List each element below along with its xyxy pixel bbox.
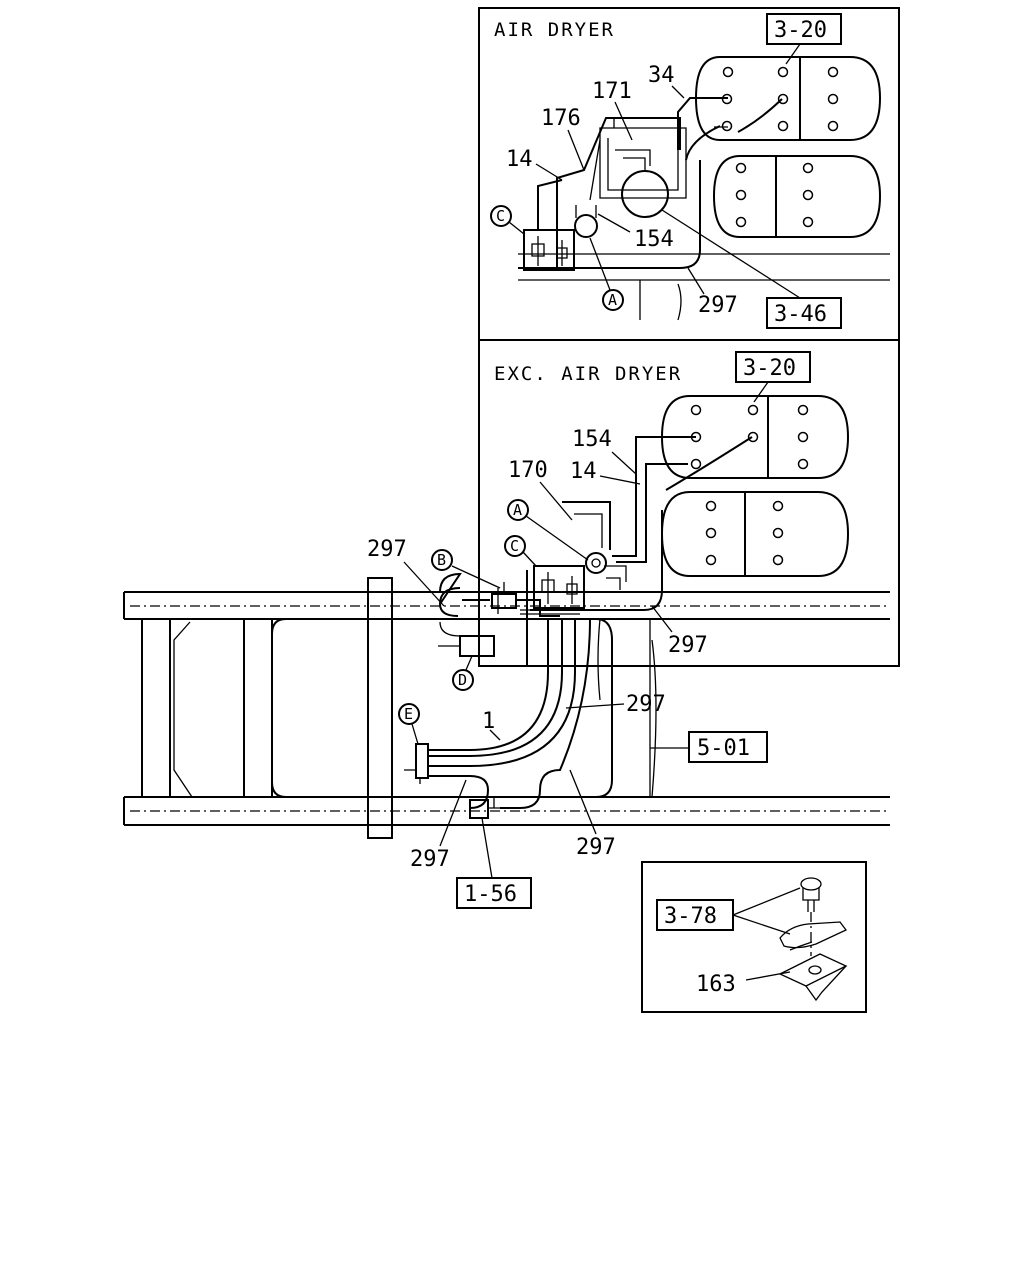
label-171: 171 — [592, 79, 632, 104]
label-154-lower: 154 — [572, 427, 612, 452]
pipe-297-main-b — [428, 775, 490, 809]
pipe-297-lower-panel — [530, 510, 663, 611]
ref-label-1-56: 1-56 — [464, 882, 517, 907]
pipe-176-upper — [556, 117, 681, 268]
marker-c-lower-label: C — [510, 537, 519, 555]
label-297-mid: 297 — [626, 692, 666, 717]
clamp-bracket — [779, 921, 848, 951]
pipe-297-main-a — [428, 619, 576, 767]
ref-box-1-56 — [456, 877, 532, 909]
chassis-frame — [123, 577, 890, 839]
air-tank-upper-1 — [694, 56, 882, 141]
label-297-right: 297 — [576, 835, 616, 860]
label-14-lower: 14 — [570, 459, 597, 484]
marker-d — [452, 669, 474, 691]
pipe-297-main-c — [500, 618, 591, 809]
ref-box-3-46 — [766, 297, 842, 329]
marker-c-upper-label: C — [496, 207, 505, 225]
ref-label-3-20-top: 3-20 — [774, 18, 827, 43]
exc-air-dryer-panel-frame — [478, 339, 900, 667]
air-dryer-heading: AIR DRYER — [494, 19, 615, 41]
ref-label-3-46: 3-46 — [774, 302, 827, 327]
label-154-upper: 154 — [634, 227, 674, 252]
part-1-56-valve — [469, 799, 489, 819]
ref-box-3-20-mid — [735, 351, 811, 383]
marker-d-label: D — [458, 671, 467, 689]
leader-3-20-mid — [753, 381, 769, 403]
label-14-upper: 14 — [506, 147, 533, 172]
pipe-34 — [677, 97, 728, 150]
label-297-lower-panel: 297 — [668, 633, 708, 658]
label-1: 1 — [482, 709, 495, 734]
leader-3-46 — [661, 209, 801, 299]
air-tank-lower-1 — [660, 395, 850, 479]
label-297-b: 297 — [367, 537, 407, 562]
label-297-left: 297 — [410, 847, 450, 872]
valve-c-upper — [523, 229, 575, 271]
ref-label-5-01: 5-01 — [697, 736, 750, 761]
bracket-detail-panel — [641, 861, 867, 1013]
leader-3-20-top — [785, 43, 801, 65]
exc-air-dryer-heading: EXC. AIR DRYER — [494, 363, 682, 385]
marker-a-upper-label: A — [608, 291, 617, 309]
label-170: 170 — [508, 458, 548, 483]
pipe-170 — [562, 501, 611, 550]
marker-e — [398, 703, 420, 725]
marker-c-lower — [504, 535, 526, 557]
ref-box-5-01 — [688, 731, 768, 763]
marker-a-upper — [602, 289, 624, 311]
marker-a-lower-label: A — [513, 501, 522, 519]
ref-label-3-20-mid: 3-20 — [743, 356, 796, 381]
pipe-1-main — [428, 619, 549, 751]
label-176: 176 — [541, 106, 581, 131]
marker-b-label: B — [437, 551, 446, 569]
marker-e-label: E — [404, 705, 413, 723]
air-tank-upper-2 — [712, 155, 882, 238]
pipe-to-tank — [685, 125, 721, 161]
air-dryer-unit — [621, 170, 669, 218]
pipe-154-lower — [612, 436, 696, 557]
ref-label-3-78: 3-78 — [664, 904, 717, 929]
pipe-14-lower — [616, 463, 688, 563]
air-tank-lower-2 — [660, 491, 850, 577]
tank-holes-upper — [721, 66, 839, 228]
mounting-plate-163 — [778, 953, 848, 1002]
governor-valve-upper — [574, 214, 598, 238]
valve-c-lower — [533, 565, 585, 609]
part-d-valve — [459, 635, 495, 657]
label-34: 34 — [648, 63, 675, 88]
ref-box-3-20-top — [766, 13, 842, 45]
marker-c-upper — [490, 205, 512, 227]
bolt-icon — [800, 877, 822, 956]
marker-b — [431, 549, 453, 571]
marker-a-lower — [507, 499, 529, 521]
governor-valve-lower — [585, 552, 607, 574]
pipe-to-tank-2 — [737, 98, 783, 133]
label-163: 163 — [696, 972, 736, 997]
tank-holes-lower — [690, 404, 809, 566]
label-297-upper: 297 — [698, 293, 738, 318]
part-e-valve — [415, 743, 429, 779]
pipe-14-upper — [537, 179, 563, 230]
pipe-to-tank-lower — [665, 436, 753, 491]
